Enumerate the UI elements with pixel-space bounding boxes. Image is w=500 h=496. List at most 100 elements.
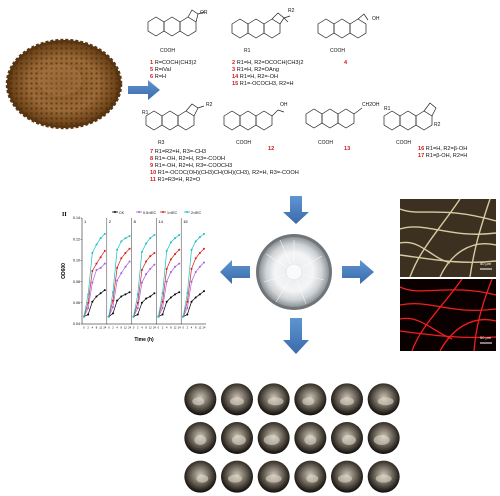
y-tick-label: 0.08	[73, 280, 80, 284]
data-point	[83, 315, 85, 318]
y-tick-label: 0.12	[73, 237, 80, 241]
scale-bar-label: 50 μm	[480, 335, 492, 340]
compound-substituent: R1=-OH, R2=H, R3=-COOH	[154, 156, 226, 162]
compound-number: 10	[150, 170, 157, 176]
root-section-image	[257, 460, 290, 493]
fungal-petri-dish	[256, 234, 332, 310]
legend-label: 0.5×IEC	[143, 211, 156, 215]
compound-substituent: R1=-OH, R2=H, R3=-COOCH3	[154, 163, 233, 169]
compound-number: 9	[150, 163, 154, 169]
svg-text:COOH: COOH	[330, 48, 345, 54]
root-section-image	[257, 422, 290, 454]
subplot-label: 14	[158, 219, 163, 224]
x-tick-label: 4	[191, 326, 193, 330]
svg-text:R1: R1	[142, 110, 149, 116]
compound-substituent: R1=R2=H, R3=-CH3	[154, 149, 207, 155]
data-point	[136, 293, 139, 296]
data-point	[91, 300, 94, 303]
x-tick-label: 2	[162, 326, 164, 330]
legend-label: 1×IEC	[167, 211, 177, 215]
subplot-label: 15	[183, 219, 188, 224]
data-point	[116, 299, 119, 302]
data-point	[136, 313, 139, 316]
data-point	[103, 249, 106, 252]
svg-text:R2: R2	[206, 102, 213, 108]
x-tick-label: 0	[108, 326, 110, 330]
data-point	[111, 306, 114, 309]
svg-text:COOH: COOH	[318, 140, 333, 146]
svg-text:R1: R1	[244, 48, 251, 54]
data-point	[161, 313, 164, 316]
data-point	[190, 300, 193, 303]
data-point	[165, 300, 168, 303]
compound-number: 6	[150, 74, 154, 80]
data-point	[169, 296, 172, 299]
data-point	[186, 292, 189, 295]
legend-marker	[114, 211, 116, 213]
x-tick-label: 4	[141, 326, 143, 330]
svg-text:OH: OH	[280, 102, 288, 108]
data-point	[116, 266, 119, 269]
structure-12	[223, 109, 285, 131]
data-point	[128, 260, 131, 263]
arrow-down-to-dish	[283, 196, 309, 224]
scale-bar-label: 50 μm	[480, 261, 492, 266]
data-point	[174, 265, 177, 268]
data-point	[178, 262, 181, 265]
x-tick-label: 2	[187, 326, 189, 330]
svg-text:OH: OH	[372, 16, 380, 22]
series-line	[133, 264, 155, 317]
data-point	[87, 293, 90, 296]
data-point	[190, 267, 193, 270]
compound-substituent: R1=β-OH, R2=H	[425, 153, 468, 159]
x-tick-label: 2	[112, 326, 114, 330]
data-point	[116, 248, 119, 251]
data-point	[91, 270, 94, 272]
compound-substituent: R=iVal	[154, 67, 171, 73]
data-point	[136, 301, 139, 304]
root-section-image	[367, 422, 400, 454]
compound-number: 17	[418, 153, 425, 159]
structure-16-17	[383, 102, 437, 131]
x-tick-label: 4	[116, 326, 118, 330]
data-point	[140, 250, 143, 253]
data-point	[174, 253, 177, 256]
data-point	[161, 292, 164, 295]
data-point	[169, 271, 172, 274]
root-section-image	[331, 383, 363, 416]
root-section-image	[221, 383, 253, 416]
data-point	[124, 237, 127, 240]
data-point	[203, 232, 205, 235]
data-point	[99, 256, 102, 259]
arrow-right-to-micrographs	[342, 260, 374, 284]
data-point	[203, 247, 205, 250]
data-point	[190, 280, 193, 283]
data-point	[194, 240, 197, 243]
data-point	[103, 232, 106, 235]
data-point	[203, 261, 205, 264]
data-point	[145, 273, 148, 276]
svg-text:OR: OR	[200, 10, 208, 16]
series-line	[182, 248, 205, 317]
compound-substituent: R1=-OCOC(OH)(CH3)CH(OH)(CH3), R2=H, R3=-…	[157, 170, 299, 176]
data-point	[120, 272, 123, 275]
data-point	[128, 235, 131, 238]
compound-number: 11	[150, 177, 156, 183]
structure-7-11	[145, 103, 205, 131]
x-tick-label: 24	[153, 326, 156, 330]
hyphae-brightfield-micrograph: 50 μm	[400, 199, 496, 277]
x-tick-label: 12	[174, 326, 177, 330]
x-tick-label: 12	[149, 326, 152, 330]
root-section-image	[221, 422, 253, 454]
data-point	[120, 240, 123, 243]
x-tick-label: 12	[198, 326, 201, 330]
svg-text:R2: R2	[434, 122, 441, 128]
data-point	[186, 307, 189, 310]
data-point	[111, 299, 114, 302]
compound-number: 12	[268, 146, 275, 152]
data-point	[182, 315, 185, 318]
data-point	[120, 295, 123, 298]
data-point	[124, 251, 127, 254]
structure-13	[305, 107, 363, 129]
